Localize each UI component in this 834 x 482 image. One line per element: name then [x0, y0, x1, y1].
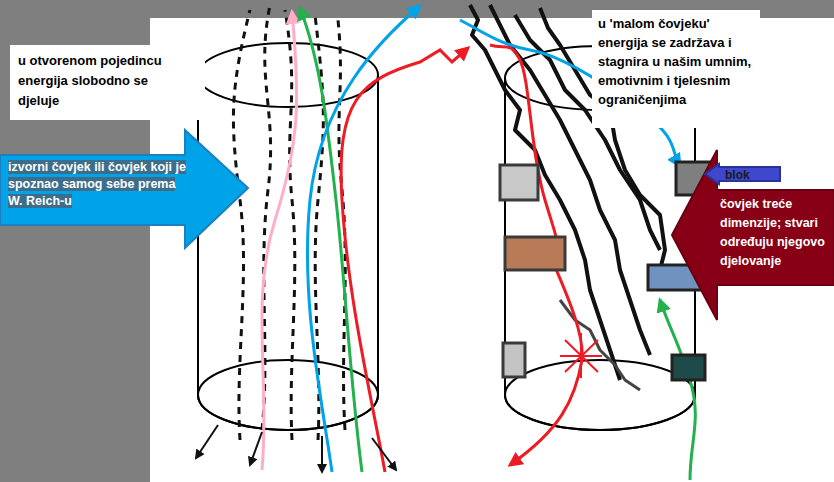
text-holder: čovjek treće dimenzije; stvari određuju … — [720, 194, 832, 270]
outflow-arrow — [250, 432, 262, 465]
stagnation-knot — [560, 333, 602, 378]
text-box: u otvorenom pojedincu energija slobodno … — [10, 45, 205, 120]
blocked-stream — [660, 300, 695, 480]
arrow-shape — [0, 130, 248, 248]
cylinder-top — [198, 43, 378, 107]
energy-block — [500, 165, 538, 200]
node-text: u 'malom čovjeku' energija se zadržava i… — [598, 16, 751, 107]
text-holder: u 'malom čovjeku' energija se zadržava i… — [598, 14, 756, 109]
node-text: izvorni čovjek ili čovjek koji je spozna… — [8, 160, 186, 208]
outflow-arrow — [196, 425, 218, 458]
text-holder: izvorni čovjek ili čovjek koji je spozna… — [8, 158, 186, 209]
outflow-arrow — [372, 438, 396, 470]
blocked-stream — [490, 45, 582, 465]
node-text: čovjek treće dimenzije; stvari određuju … — [720, 197, 825, 268]
energy-stream — [307, 6, 420, 472]
text-box: u 'malom čovjeku' energija se zadržava i… — [592, 10, 760, 128]
node-text: blok — [725, 168, 750, 182]
energy-stream — [285, 10, 295, 440]
text-holder: u otvorenom pojedincu energija slobodno … — [18, 50, 188, 110]
arrow-shape — [705, 164, 780, 184]
energy-block — [503, 343, 525, 377]
arrow-shape — [672, 150, 834, 320]
outflow-arrow — [321, 436, 323, 472]
stagnant-stream — [560, 300, 640, 390]
energy-stream — [233, 10, 250, 440]
energy-stream — [262, 12, 297, 470]
energy-block — [505, 237, 565, 270]
text-holder: blok — [725, 167, 779, 182]
node-text: u otvorenom pojedincu energija slobodno … — [18, 53, 162, 108]
energy-stream — [341, 48, 468, 472]
energy-block — [672, 355, 705, 380]
block-arrow: blok — [705, 164, 780, 184]
cylinder-base — [505, 360, 695, 430]
pointer-arrow: izvorni čovjek ili čovjek koji je spozna… — [0, 130, 248, 248]
